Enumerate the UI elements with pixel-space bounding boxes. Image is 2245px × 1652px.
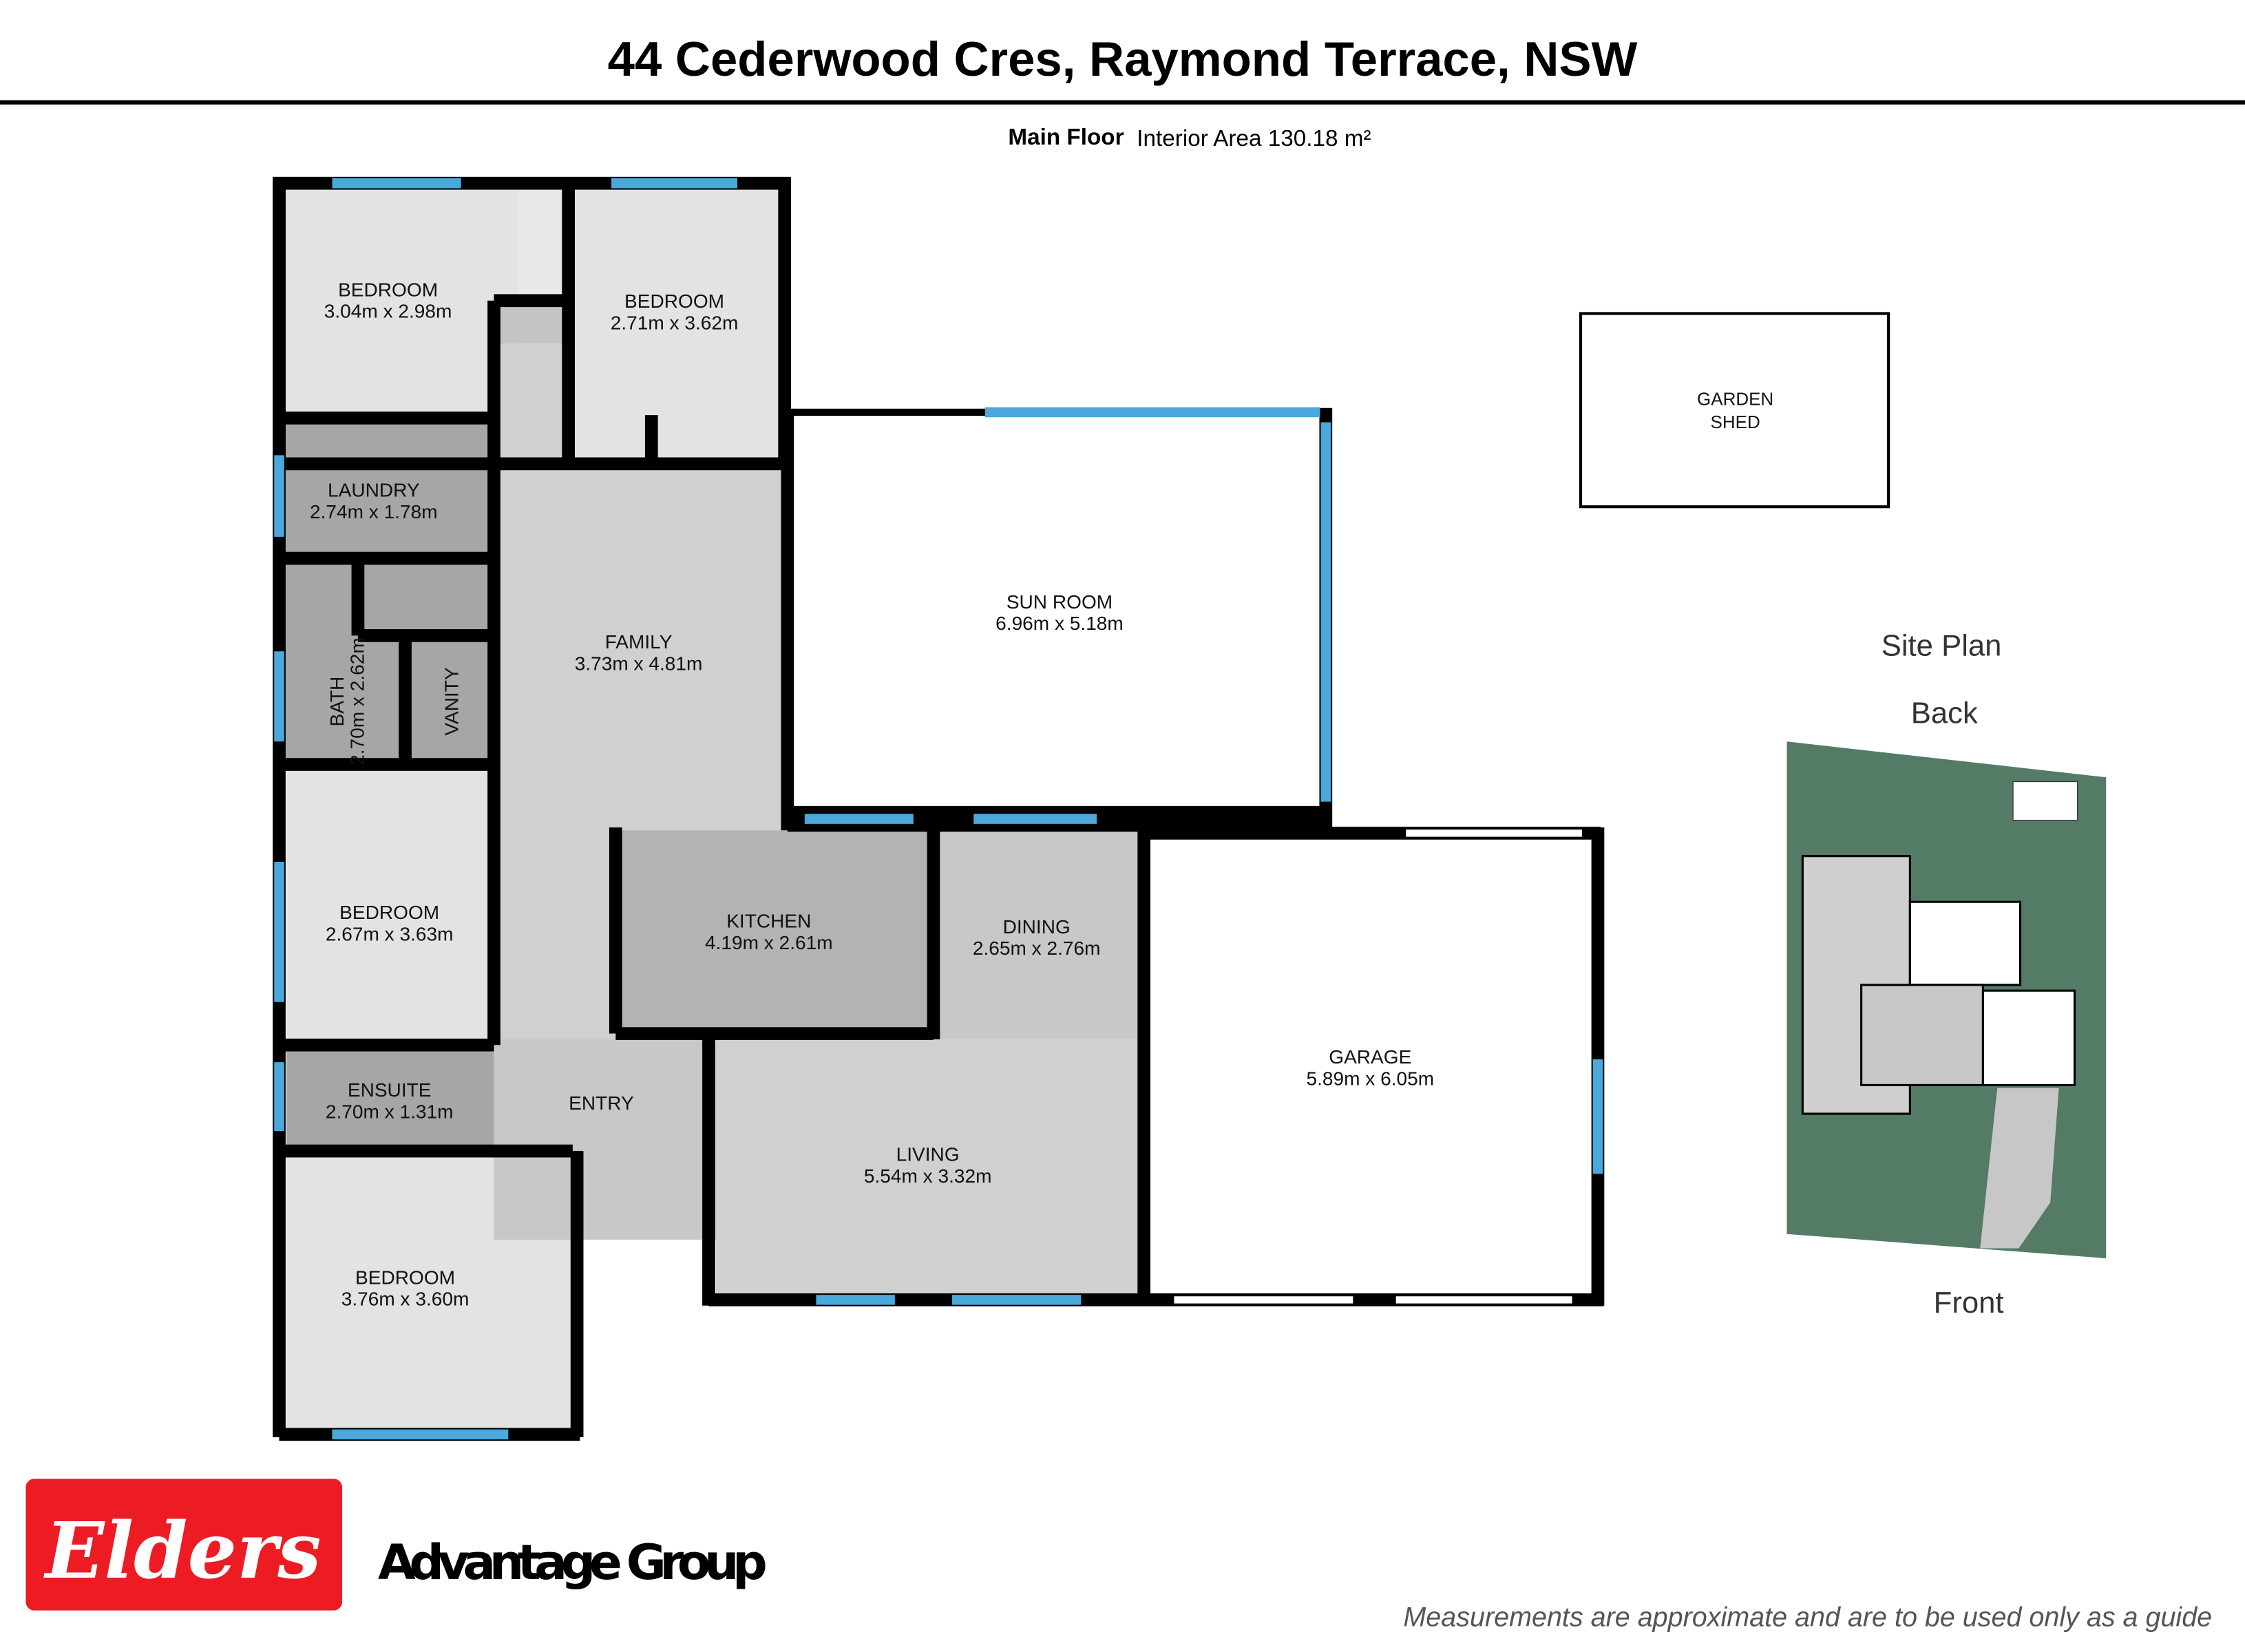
svg-text:2.71m x 3.62m: 2.71m x 3.62m xyxy=(611,312,739,333)
svg-text:KITCHEN: KITCHEN xyxy=(726,911,811,932)
room-bedroom-1: BEDROOM 3.04m x 2.98m xyxy=(324,279,452,322)
svg-text:5.54m x 3.32m: 5.54m x 3.32m xyxy=(864,1165,992,1187)
svg-text:GARAGE: GARAGE xyxy=(1329,1046,1411,1068)
svg-text:2.65m x 2.76m: 2.65m x 2.76m xyxy=(973,938,1101,959)
room-bedroom-2: BEDROOM 2.71m x 3.62m xyxy=(611,290,739,333)
svg-text:LIVING: LIVING xyxy=(896,1144,960,1165)
room-fills xyxy=(282,186,1141,1433)
disclaimer: Measurements are approximate and are to … xyxy=(1403,1602,2212,1633)
svg-text:BEDROOM: BEDROOM xyxy=(338,279,438,301)
elders-logo: Elders xyxy=(25,1479,343,1611)
site-plan-map xyxy=(1786,741,2107,1259)
site-plan-front-label: Front xyxy=(1934,1286,2004,1320)
svg-text:5.89m x 6.05m: 5.89m x 6.05m xyxy=(1306,1068,1434,1089)
windows xyxy=(274,178,1603,1440)
svg-text:3.73m x 4.81m: 3.73m x 4.81m xyxy=(575,653,703,674)
room-bedroom-4: BEDROOM 3.76m x 3.60m xyxy=(341,1267,470,1310)
room-laundry: LAUNDRY 2.74m x 1.78m xyxy=(310,480,438,522)
floor-area: Interior Area 130.18 m² xyxy=(1137,126,1371,151)
svg-text:ENSUITE: ENSUITE xyxy=(348,1079,432,1101)
svg-text:LAUNDRY: LAUNDRY xyxy=(328,480,420,501)
page-title: 44 Cederwood Cres, Raymond Terrace, NSW xyxy=(608,32,1638,86)
room-kitchen: KITCHEN 4.19m x 2.61m xyxy=(705,911,833,953)
room-entry: ENTRY xyxy=(569,1092,634,1114)
room-living: LIVING 5.54m x 3.32m xyxy=(864,1144,992,1187)
svg-text:SUN ROOM: SUN ROOM xyxy=(1006,591,1113,613)
room-vanity: VANITY xyxy=(441,667,463,736)
svg-text:3.04m x 2.98m: 3.04m x 2.98m xyxy=(324,301,452,322)
room-ensuite: ENSUITE 2.70m x 1.31m xyxy=(326,1079,454,1122)
svg-text:BEDROOM: BEDROOM xyxy=(339,902,439,923)
room-dining: DINING 2.65m x 2.76m xyxy=(973,916,1101,959)
svg-text:2.74m x 1.78m: 2.74m x 1.78m xyxy=(310,501,438,522)
svg-text:3.76m x 3.60m: 3.76m x 3.60m xyxy=(341,1289,470,1310)
svg-text:BEDROOM: BEDROOM xyxy=(624,290,724,312)
svg-text:BEDROOM: BEDROOM xyxy=(355,1267,455,1289)
svg-text:BATH: BATH xyxy=(326,677,348,727)
site-plan-back-label: Back xyxy=(1911,696,1978,730)
svg-text:Elders: Elders xyxy=(43,1506,322,1596)
floor-name: Main Floor xyxy=(1008,125,1124,150)
room-bedroom-3: BEDROOM 2.67m x 3.63m xyxy=(326,902,454,944)
svg-text:6.96m x 5.18m: 6.96m x 5.18m xyxy=(995,613,1124,634)
site-plan-title: Site Plan xyxy=(1882,629,2002,663)
svg-text:SHED: SHED xyxy=(1711,412,1760,432)
room-family: FAMILY 3.73m x 4.81m xyxy=(575,631,703,674)
room-sun-room: SUN ROOM 6.96m x 5.18m xyxy=(995,591,1124,634)
room-bath: BATH 2.70m x 2.62m xyxy=(326,637,368,765)
svg-text:2.70m x 2.62m: 2.70m x 2.62m xyxy=(346,637,368,765)
svg-text:GARDEN: GARDEN xyxy=(1697,389,1773,410)
brand-name: Advantage Group xyxy=(378,1534,768,1591)
header-rule xyxy=(0,100,2245,105)
garden-shed: GARDEN SHED xyxy=(1579,312,1890,509)
room-garage: GARAGE 5.89m x 6.05m xyxy=(1306,1046,1434,1089)
svg-text:2.67m x 3.63m: 2.67m x 3.63m xyxy=(326,923,454,944)
svg-text:FAMILY: FAMILY xyxy=(605,631,673,653)
svg-text:2.70m x 1.31m: 2.70m x 1.31m xyxy=(326,1101,454,1122)
svg-text:DINING: DINING xyxy=(1003,916,1071,938)
svg-text:4.19m x 2.61m: 4.19m x 2.61m xyxy=(705,932,833,953)
